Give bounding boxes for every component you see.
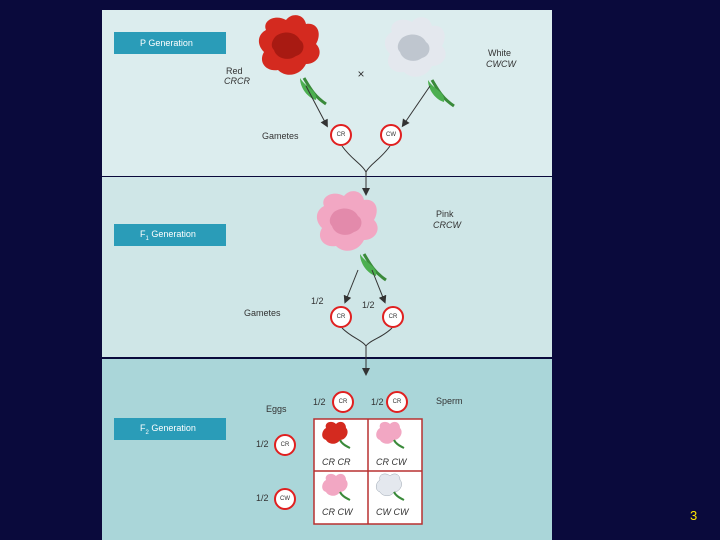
f1-gamete-right: CR [382,306,404,328]
p-gametes-label: Gametes [262,131,299,142]
arrow-gametes-to-f2-right [366,328,392,346]
f1-fraction-right: 1/2 [362,300,375,311]
punnett-genotype-rr: CR CR [322,457,351,468]
f2-egg-bottom: CW [274,488,296,510]
f1-pink-name: Pink [436,209,454,220]
f2-egg-top: CR [274,434,296,456]
arrow-red-to-gamete [306,86,326,124]
red-parent-genotype: CRCR [224,76,250,87]
p-gamete-white: CW [380,124,402,146]
f1-gametes-label: Gametes [244,308,281,319]
cross-symbol: × [357,67,364,81]
arrow-f1-to-gamete-left [346,270,358,300]
f2-eggs-label: Eggs [266,404,287,415]
punnett-genotype-rw-bottom: CR CW [322,507,353,518]
arrow-white-to-gamete [404,86,430,124]
f2-sperm-fraction-left: 1/2 [313,397,326,408]
f2-sperm-left: CR [332,391,354,413]
red-flower [259,15,326,104]
f1-fraction-left: 1/2 [311,296,324,307]
f1-pink-genotype: CRCW [433,220,461,231]
punnett-genotype-rw-top: CR CW [376,457,407,468]
f2-egg-fraction-top: 1/2 [256,439,269,450]
f2-sperm-label: Sperm [436,396,463,407]
p-gamete-red: CR [330,124,352,146]
f2-sperm-fraction-right: 1/2 [371,397,384,408]
f2-egg-fraction-bottom: 1/2 [256,493,269,504]
f2-sperm-right: CR [386,391,408,413]
pink-flower [317,191,386,280]
white-parent-genotype: CWCW [486,59,516,70]
arrow-gametes-to-f1-right [366,146,390,172]
arrow-gametes-to-f1-left [342,146,366,192]
punnett-genotype-ww: CW CW [376,507,409,518]
f1-gamete-left: CR [330,306,352,328]
page-number: 3 [690,508,697,523]
white-parent-name: White [488,48,511,59]
arrow-gametes-to-f2-left [342,328,366,372]
white-flower [385,17,454,106]
